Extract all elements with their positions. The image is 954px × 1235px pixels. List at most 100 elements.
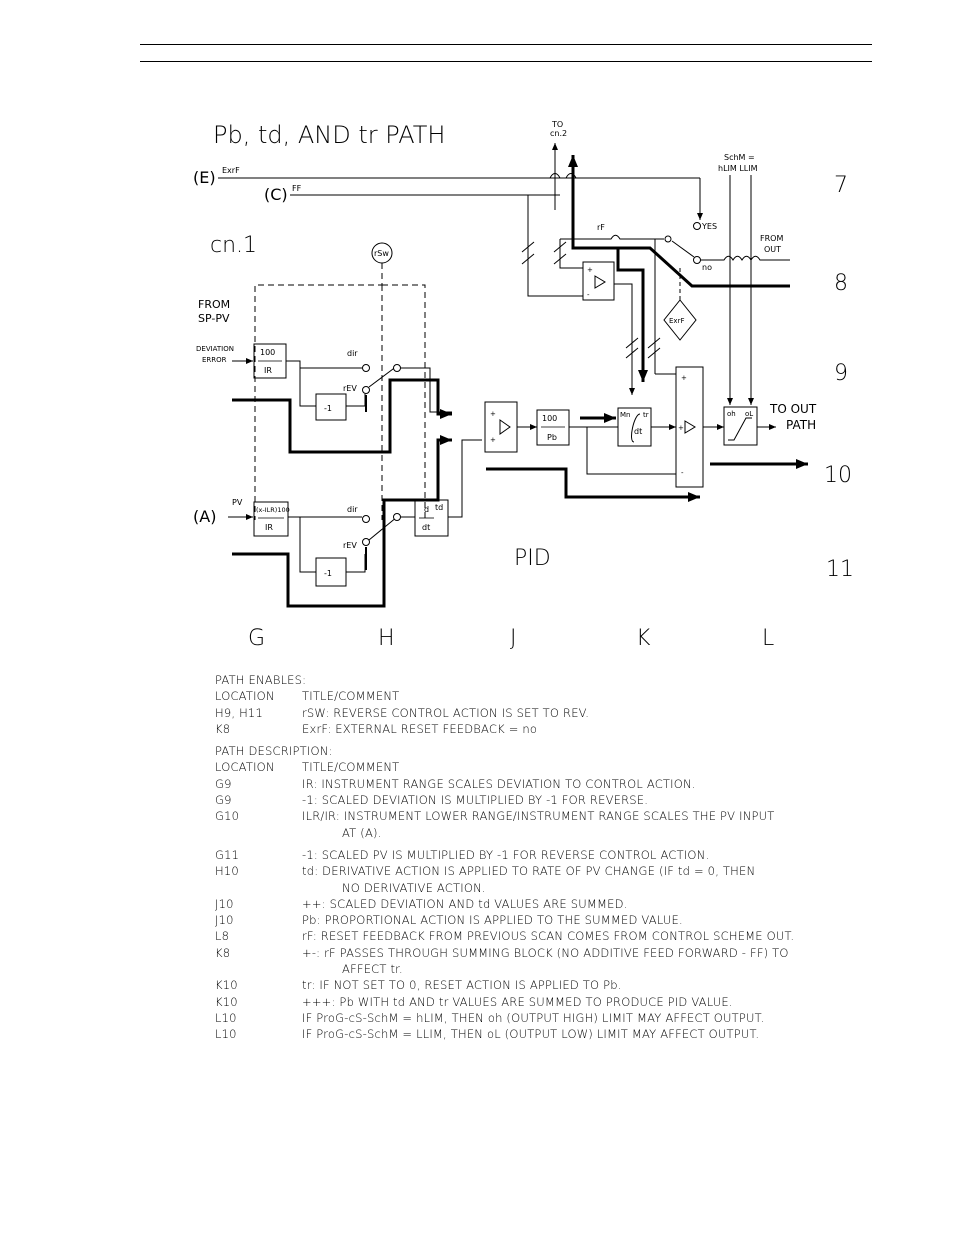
input-c-tag: FF: [292, 184, 302, 193]
pb-wires: [569, 426, 676, 475]
input-c-label: (C): [264, 185, 288, 204]
enables-header-comment: TITLE/COMMENT: [302, 689, 400, 704]
deviation-error-1: DEVIATION: [196, 345, 234, 353]
deviation-switch-dir: [362, 364, 370, 372]
description-row: L10 IF ProG-cS-SchM = hLIM, THEN oh (OUTP…: [215, 1010, 865, 1026]
description-location: H10: [215, 864, 239, 879]
description-comment: -1: SCALED DEVIATION IS MULTIPLIED BY -1…: [302, 793, 649, 808]
description-header-row: LOCATION TITLE/COMMENT: [215, 759, 865, 775]
enables-row-comment: ExrF: EXTERNAL RESET FEEDBACK = no: [302, 721, 538, 736]
description-comment: IF ProG-cS-SchM = LLIM, THEN oL (OUTPUT …: [302, 1027, 760, 1042]
description-comment: tr: IF NOT SET TO 0, RESET ACTION IS APP…: [302, 978, 622, 993]
limiter-oh: oh: [727, 410, 736, 418]
description-continuation: AT (A).: [342, 825, 382, 840]
description-comment: IF ProG-cS-SchM = hLIM, THEN oh (OUTPUT …: [302, 1010, 765, 1025]
input-a-label: (A): [193, 507, 216, 526]
deviation-negate-block: [315, 393, 347, 421]
enables-row-comment: rSW: REVERSE CONTROL ACTION IS SET TO RE…: [302, 705, 590, 720]
deviation-error-2: ERROR: [202, 356, 227, 364]
rf-wires: [527, 195, 664, 395]
description-location: L10: [215, 1027, 237, 1042]
description-row: G9 -1: SCALED DEVIATION IS MULTIPLIED BY …: [215, 792, 865, 808]
from-out-1: FROM: [760, 234, 783, 243]
description-comment: IR: INSTRUMENT RANGE SCALES DEVIATION TO…: [302, 776, 696, 791]
pv-switch-pivot: [393, 513, 401, 521]
wire-from-out: [700, 255, 790, 261]
rsw-dashed-link: [254, 263, 426, 520]
bold-path-j11: [486, 467, 700, 502]
bold-path-rf-down: [616, 248, 648, 382]
row-number-8: 8: [834, 271, 848, 296]
description-location: G9: [215, 776, 232, 791]
exrf-switch-yes: [693, 222, 701, 230]
pv-scale-block: [253, 501, 289, 537]
pv-scale-ilr: (x-ILR)100: [256, 506, 290, 514]
integrator-dt: dt: [634, 427, 642, 436]
deviation-negate-label: -1: [324, 404, 332, 413]
description-row: L10 IF ProG-cS-SchM = LLIM, THEN oL (OUTP…: [215, 1026, 865, 1042]
description-location: G11: [215, 847, 240, 862]
pv-scale-ir: IR: [265, 523, 273, 532]
description-location: L8: [215, 929, 230, 944]
description-comment: +-: rF PASSES THROUGH SUMMING BLOCK (NO …: [302, 945, 789, 960]
description-comment: ILR/IR: INSTRUMENT LOWER RANGE/INSTRUMEN…: [302, 809, 775, 824]
header-rule-bottom: [140, 61, 872, 62]
notes-section: PATH ENABLES: LOCATION TITLE/COMMENT H9,…: [215, 672, 865, 1043]
derivative-d: d: [424, 505, 429, 514]
sum-k-plus1: +: [681, 374, 687, 382]
col-letter-l: L: [762, 626, 774, 651]
pb-label: Pb: [547, 433, 557, 442]
schm-label-1: SchM =: [724, 153, 755, 162]
enables-row: K8 ExrF: EXTERNAL RESET FEEDBACK = no: [215, 721, 865, 737]
pb-scale-100: 100: [542, 414, 557, 423]
deviation-dir-label: dir: [347, 349, 358, 358]
row-number-11: 11: [826, 557, 854, 582]
from-out-2: OUT: [764, 245, 781, 254]
description-comment: td: DERIVATIVE ACTION IS APPLIED TO RATE…: [302, 864, 756, 879]
description-header-location: LOCATION: [215, 760, 275, 775]
header-rule-top: [140, 44, 872, 45]
description-location: J10: [215, 896, 234, 911]
exrf-switch-arm: [671, 240, 695, 258]
description-comment: rF: RESET FEEDBACK FROM PREVIOUS SCAN CO…: [302, 929, 795, 944]
bold-path-rf: [568, 155, 790, 288]
description-location: G9: [215, 793, 232, 808]
pv-negate-label: -1: [324, 569, 332, 578]
description-location: L10: [215, 1010, 237, 1025]
description-row: G9 IR: INSTRUMENT RANGE SCALES DEVIATION …: [215, 776, 865, 792]
sum-k-plus2: +: [678, 424, 684, 432]
description-row: G11 -1: SCALED PV IS MULTIPLIED BY -1 FOR…: [215, 847, 865, 863]
description-location: J10: [215, 913, 234, 928]
description-comment: +++: Pb WITH td AND tr VALUES ARE SUMMED…: [302, 994, 733, 1009]
enables-row-location: H9, H11: [215, 705, 263, 720]
description-row: H10 td: DERIVATIVE ACTION IS APPLIED TO R…: [215, 863, 865, 879]
description-location: K10: [215, 978, 238, 993]
integrator-tr: tr: [643, 411, 649, 419]
sum-k8-plus: +: [587, 266, 593, 274]
description-continuation: AFFECT tr.: [342, 962, 403, 977]
description-location: K8: [215, 945, 231, 960]
to-cn2-label-1: TO: [551, 120, 563, 129]
exrf-diamond-label: ExrF: [669, 317, 684, 325]
integrator-sign: [631, 413, 641, 443]
row-number-9: 9: [834, 361, 848, 386]
input-e-tag: ExrF: [222, 166, 240, 175]
to-out-path-1: TO OUT: [769, 402, 817, 416]
cn1-label: cn.1: [210, 233, 257, 258]
description-comment: -1: SCALED PV IS MULTIPLIED BY -1 FOR RE…: [302, 847, 710, 862]
sum-k-minus: -: [681, 469, 684, 477]
exrf-yes-label: YES: [701, 222, 717, 231]
pv-rev-label: rEV: [343, 541, 357, 550]
limiter-ol: oL: [745, 410, 753, 418]
sum-block-k8: [582, 261, 615, 301]
exrf-no-label: no: [702, 263, 712, 272]
sum-k8-triangle: [594, 275, 606, 289]
pv-dir-label: dir: [347, 505, 358, 514]
description-location: K10: [215, 994, 238, 1009]
deviation-switch-rev: [362, 386, 370, 394]
deviation-rev-label: rEV: [343, 384, 357, 393]
col-letter-j: J: [510, 626, 517, 651]
deviation-scale-100: 100: [260, 348, 275, 357]
derivative-dt: dt: [422, 523, 430, 532]
